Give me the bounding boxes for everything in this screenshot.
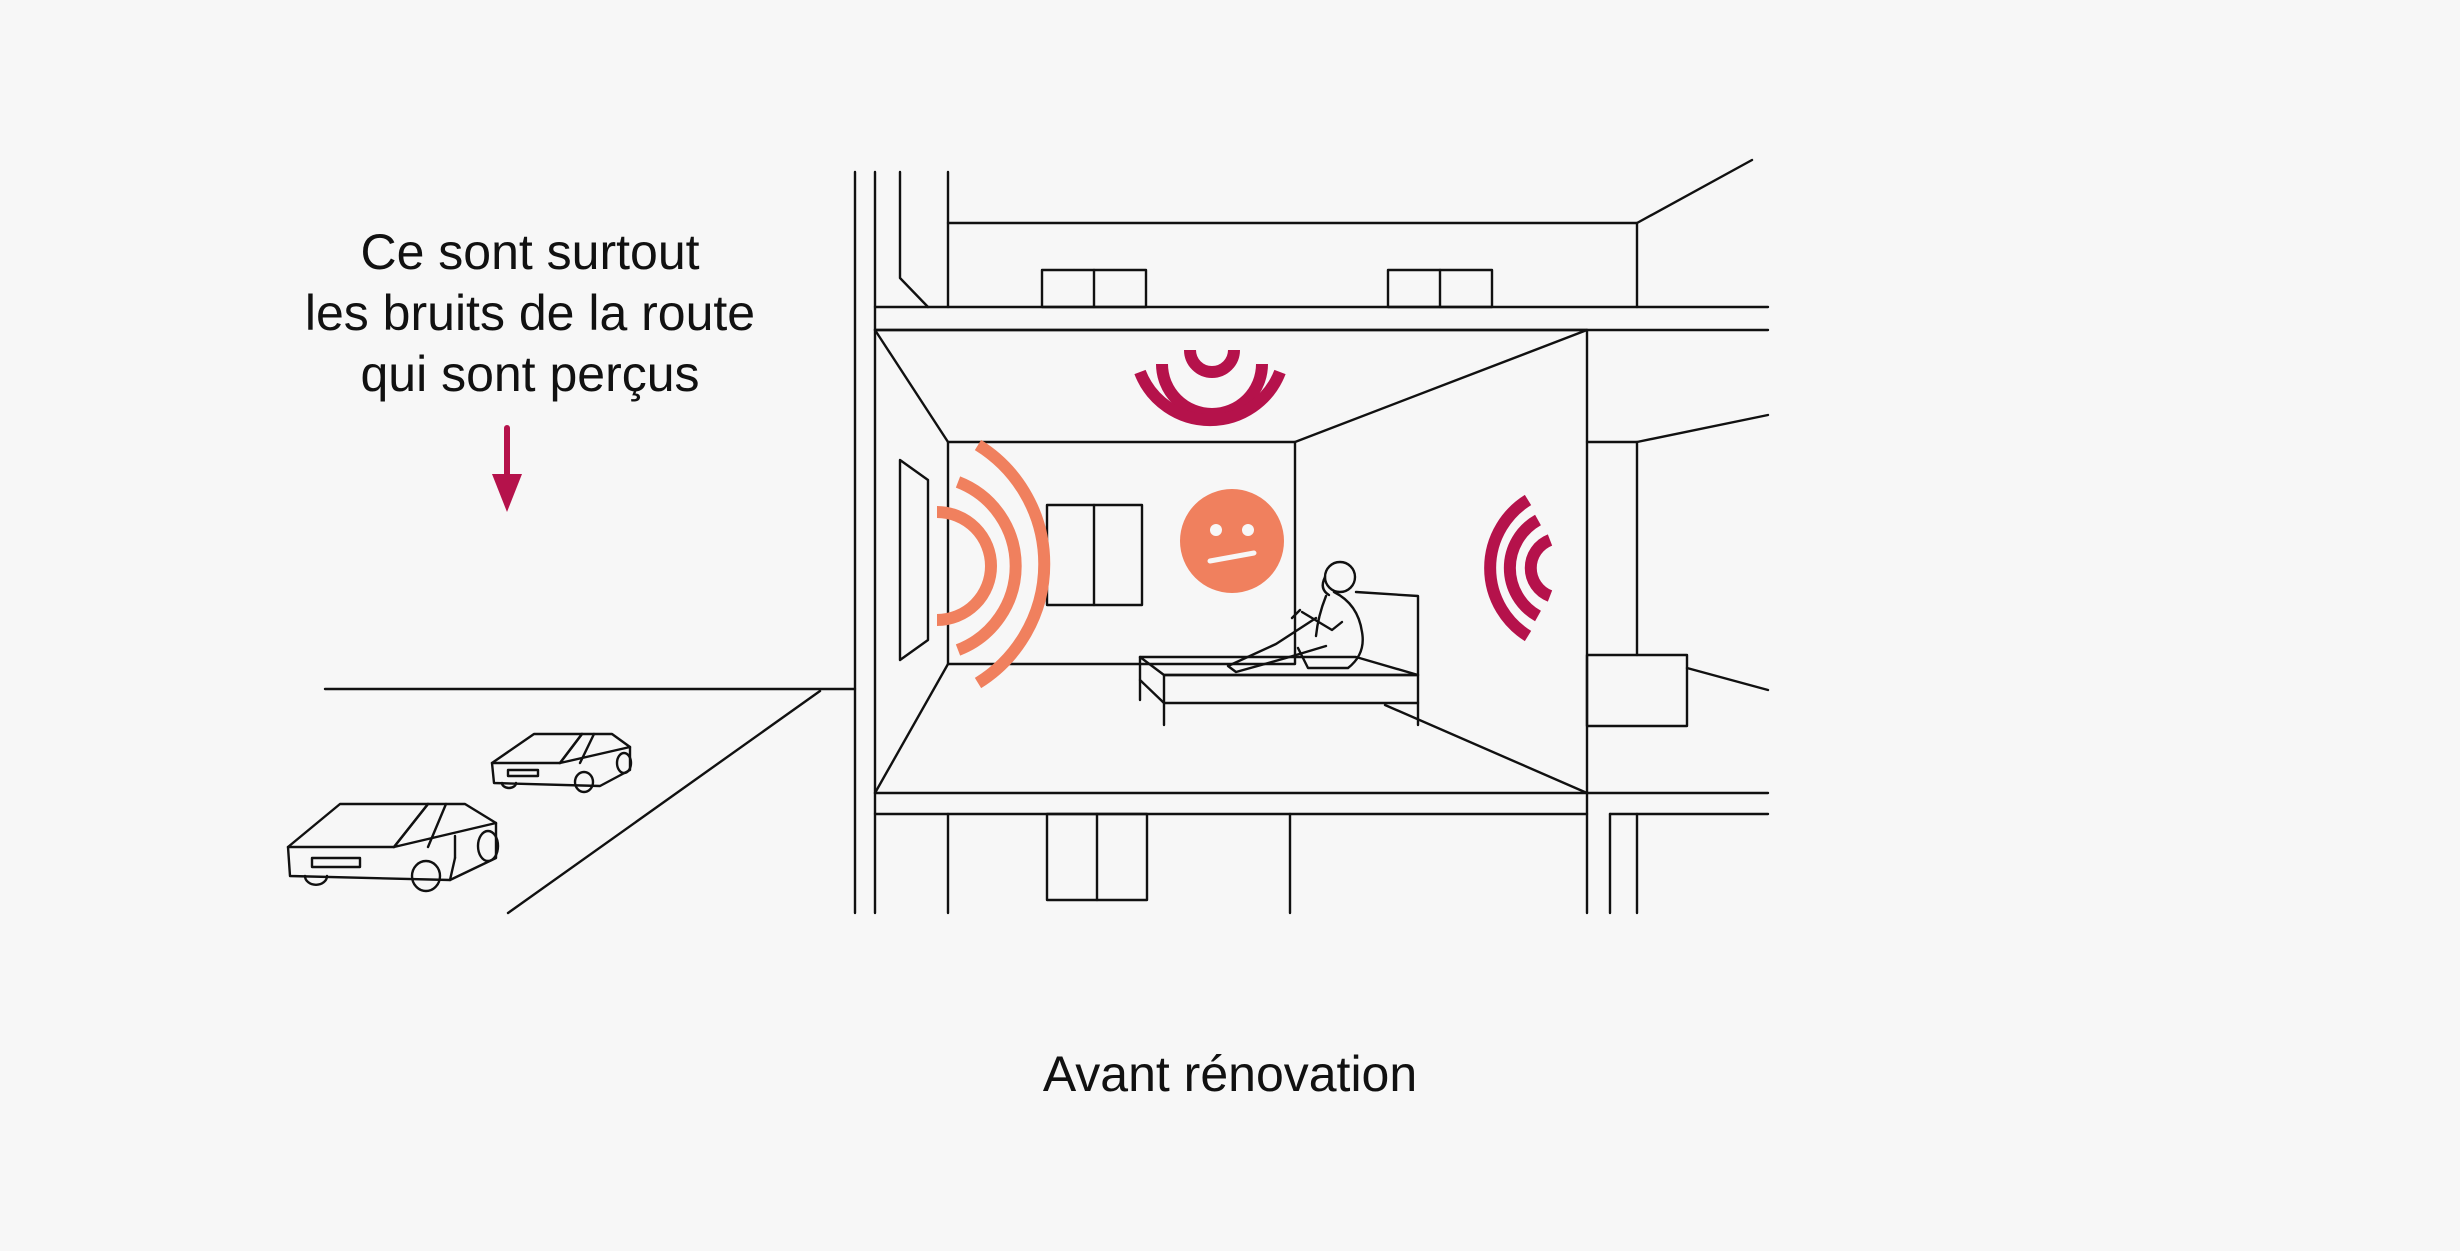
car-far [490,732,633,794]
down-arrow-icon [492,425,522,512]
annotation-line-3: qui sont perçus [360,346,700,402]
building-structure [853,158,1770,915]
annotation-line-1: Ce sont surtout [360,224,700,280]
window-noise-waves [936,439,1051,689]
diagram-caption: Avant rénovation [1042,1046,1418,1102]
road [323,687,857,915]
wall-noise-waves [1484,494,1553,642]
neutral-face-icon [1180,489,1284,593]
noise-source-annotation: Ce sont surtout les bruits de la route q… [230,222,830,405]
person [1226,560,1364,674]
car-near [286,802,500,893]
annotation-line-2: les bruits de la route [304,285,756,341]
ceiling-noise-waves [1134,349,1286,427]
bed [1138,590,1420,727]
